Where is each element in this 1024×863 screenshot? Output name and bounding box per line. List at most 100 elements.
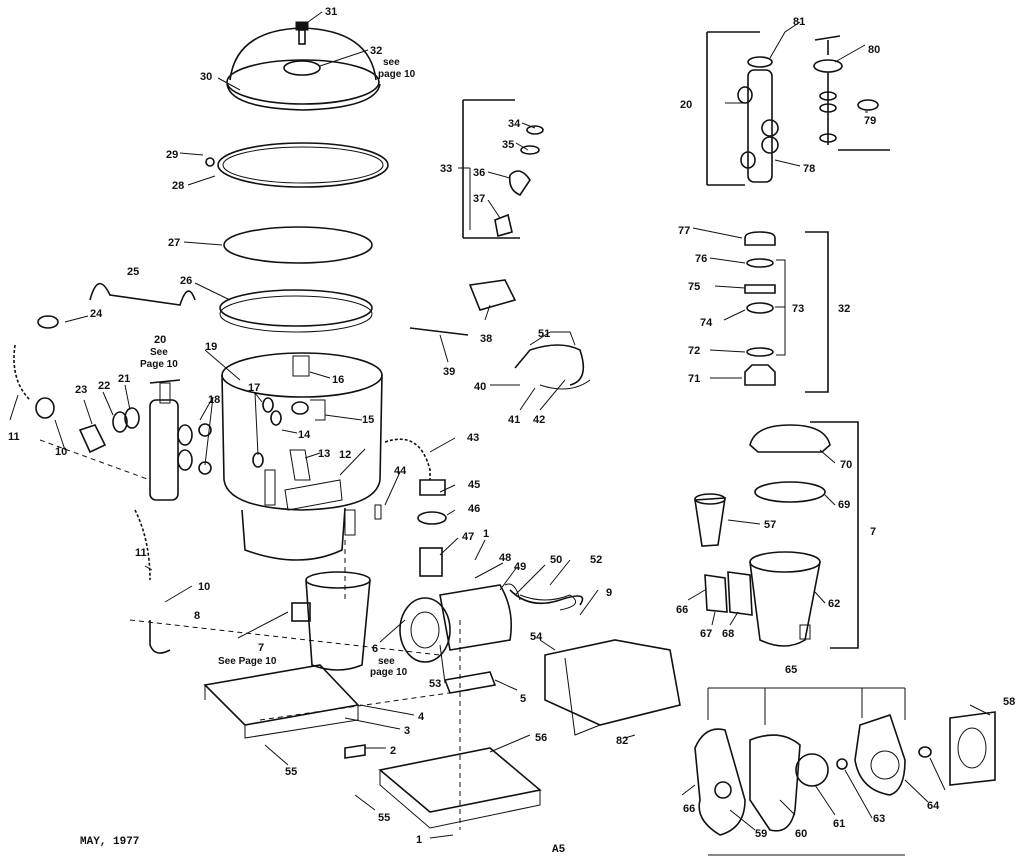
callout-50: 50: [550, 554, 562, 566]
footer-code: A5: [552, 844, 566, 856]
callout-32: 32: [370, 45, 382, 57]
callout-12: 12: [339, 449, 351, 461]
callout-45: 45: [468, 479, 480, 491]
bracket-54-drawing: [443, 671, 497, 694]
note-8-see-page: See Page 10: [218, 656, 277, 667]
callout-58: 59: [755, 828, 767, 840]
note-32-see: see: [383, 57, 400, 68]
callout-59: 60: [795, 828, 807, 840]
callout-35: 35: [502, 139, 514, 151]
part-39-drawing: [409, 327, 469, 336]
callout-82: 81: [793, 16, 805, 28]
bracket-3-drawing: [344, 744, 366, 759]
callout-37: 37: [473, 193, 485, 205]
callout-20-right: 20: [680, 99, 692, 111]
elbow-33-group-drawing: [462, 99, 544, 239]
callout-62: 65: [785, 664, 797, 676]
callout-57-lower: 66: [683, 803, 695, 815]
callout-68: 62: [828, 598, 840, 610]
strainer-pot-8-drawing: [149, 571, 371, 671]
callout-16: 16: [332, 374, 344, 386]
callout-8-center: 7: [258, 642, 264, 654]
footer-date: MAY, 1977: [80, 836, 140, 848]
callout-70: 69: [838, 499, 850, 511]
callout-36: 36: [473, 167, 485, 179]
callout-32-right: 32: [838, 303, 850, 315]
callout-52: 9: [606, 587, 612, 599]
callout-10-upper: 10: [55, 446, 67, 458]
note-7-page: page 10: [370, 667, 408, 678]
callout-78: 77: [678, 225, 690, 237]
callout-27: 27: [168, 237, 180, 249]
callout-33: 33: [440, 163, 452, 175]
callout-5: 4: [418, 711, 425, 723]
callout-80: 79: [864, 115, 876, 127]
hose-11-upper-drawing: [13, 344, 31, 401]
callout-79: 78: [803, 163, 815, 175]
callout-7: 6: [372, 643, 378, 655]
callout-77: 76: [695, 253, 707, 265]
pump-62-group-drawing: [694, 687, 996, 856]
o-ring-27-drawing: [223, 226, 373, 264]
callout-9: 8: [194, 610, 200, 622]
callout-65: 58: [1003, 696, 1015, 708]
callout-43: 43: [467, 432, 479, 444]
callout-4: 3: [404, 725, 410, 737]
callout-19: 19: [205, 341, 217, 353]
fittings-left-drawing: [35, 282, 196, 454]
callout-11-lower: 11: [135, 547, 147, 559]
callout-72: 71: [688, 373, 700, 385]
callout-8-right: 7: [870, 526, 876, 538]
tank-lid-drawing: [226, 27, 381, 111]
callout-34: 34: [508, 118, 521, 130]
callout-18: 18: [208, 394, 220, 406]
callout-2-right: 55: [378, 812, 390, 824]
callout-30: 30: [200, 71, 212, 83]
callout-63: 64: [927, 800, 940, 812]
callout-51-lower: 52: [590, 554, 602, 566]
note-20-see: See: [150, 347, 168, 358]
callout-3: 2: [390, 745, 396, 757]
drain-32-group-drawing: [744, 231, 829, 393]
callout-53: 54: [530, 631, 543, 643]
callout-41: 41: [508, 414, 520, 426]
valve-20-right-drawing: [706, 31, 890, 186]
callout-76: 75: [688, 281, 700, 293]
callout-23: 23: [75, 384, 87, 396]
callout-42: 42: [533, 414, 545, 426]
strainer-8-group-drawing: [694, 421, 859, 649]
callout-48: 48: [499, 552, 511, 564]
callout-38: 38: [480, 333, 492, 345]
callout-labels: 31 32 30 29 28 27 26 25 24 20 19 11 23 2…: [8, 6, 1015, 846]
callout-21: 21: [118, 373, 130, 385]
callout-15: 15: [362, 414, 374, 426]
base-plate-5-drawing: [203, 664, 360, 739]
callout-61: 63: [873, 813, 885, 825]
callout-46: 46: [468, 503, 480, 515]
callout-69: 57: [764, 519, 776, 531]
callout-51-upper: 51: [538, 328, 550, 340]
callout-20-left: 20: [154, 334, 166, 346]
band-26-drawing: [219, 289, 373, 333]
valve-20-left-drawing: [149, 379, 212, 501]
callout-31: 31: [325, 6, 337, 18]
callout-17: 17: [248, 382, 260, 394]
base-plate-55-drawing: [378, 747, 542, 829]
callout-60: 61: [833, 818, 845, 830]
note-7-see: see: [378, 656, 395, 667]
callout-40: 40: [474, 381, 486, 393]
hose-43-drawing: [384, 438, 431, 480]
cord-51-drawing: [514, 344, 585, 386]
callout-56: 82: [616, 735, 628, 747]
callout-25: 25: [127, 266, 139, 278]
callout-6: 53: [429, 678, 441, 690]
callout-66: 67: [700, 628, 712, 640]
note-20-page: Page 10: [140, 359, 178, 370]
callout-67: 68: [722, 628, 734, 640]
callout-29: 29: [166, 149, 178, 161]
callout-26: 26: [180, 275, 192, 287]
callout-1-upper: 1: [483, 528, 489, 540]
hose-11-lower-drawing: [134, 509, 151, 581]
callout-55: 56: [535, 732, 547, 744]
